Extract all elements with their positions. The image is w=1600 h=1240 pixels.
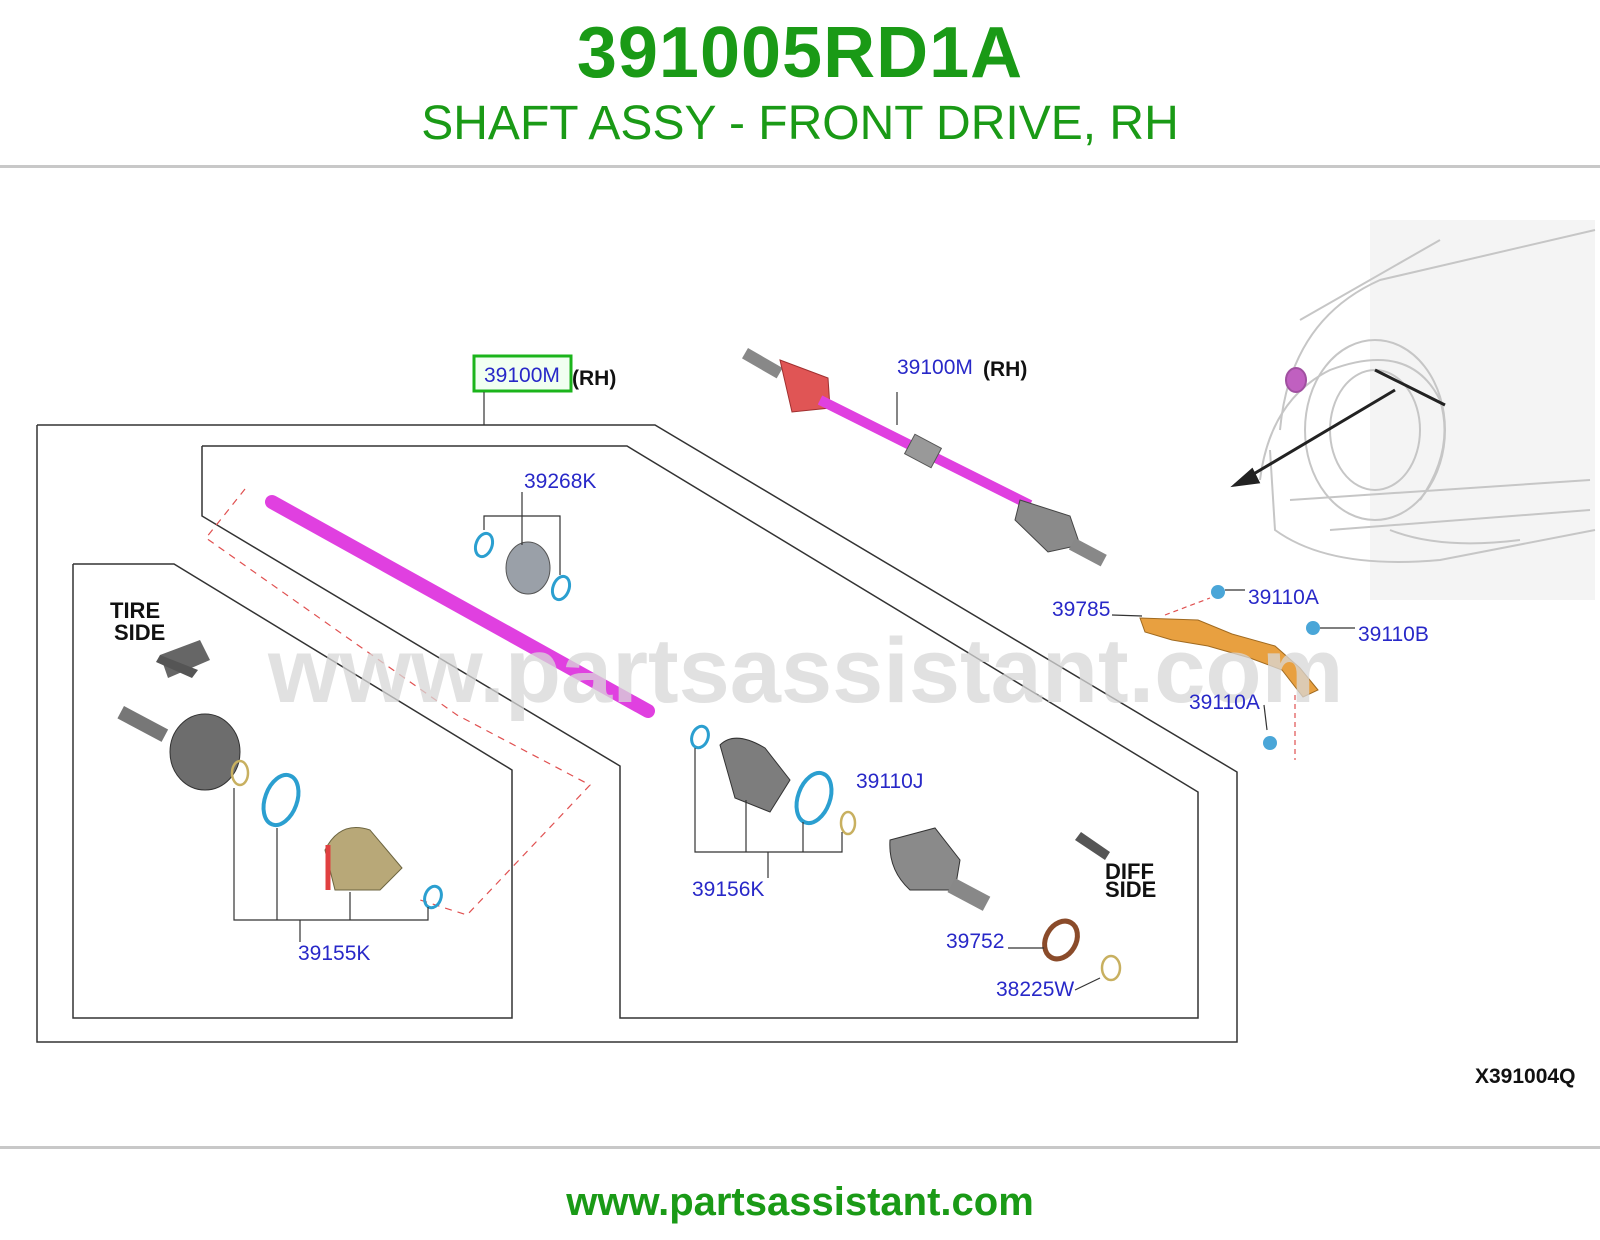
callout-39110j[interactable]: 39110J	[856, 770, 923, 793]
header-divider	[0, 165, 1600, 168]
footer-url[interactable]: www.partsassistant.com	[566, 1180, 1034, 1224]
callout-39752[interactable]: 39752	[946, 930, 1004, 953]
inner-damper-kit-image	[473, 492, 572, 602]
callout-39110a-top[interactable]: 39110A	[1248, 586, 1319, 609]
callout-39110a-bottom[interactable]: 39110A	[1189, 691, 1260, 714]
ring-image	[1100, 954, 1122, 982]
parts-diagram: www.partsassistant.com 39100M (RH) 39100…	[36, 220, 1596, 1088]
shaft-bar-image	[265, 495, 655, 718]
tire-side-arrow-icon	[156, 655, 198, 678]
diff-side-label-line2: SIDE	[1105, 877, 1156, 902]
callout-38225w[interactable]: 38225W	[996, 978, 1074, 1001]
callout-39110b[interactable]: 39110B	[1358, 623, 1429, 646]
bracket-image	[1111, 585, 1355, 760]
callout-39785[interactable]: 39785	[1052, 598, 1110, 621]
tire-side-label-line1: TIRE	[110, 598, 160, 623]
callout-39268k[interactable]: 39268K	[524, 470, 596, 493]
inner-boot-kit-image	[690, 724, 857, 878]
vehicle-shaft-location-icon	[1230, 368, 1446, 488]
callout-39155k[interactable]: 39155K	[298, 942, 370, 965]
outer-joint-kit-image	[117, 640, 443, 942]
tire-side-label-line2: SIDE	[114, 620, 165, 645]
group-outline-frames	[36, 424, 1238, 1043]
drive-shaft-assembly-image	[742, 348, 1107, 567]
part-number: 391005RD1A	[576, 13, 1024, 93]
callout-39100m-top[interactable]: 39100M	[897, 356, 973, 379]
highlight-box	[472, 354, 573, 393]
rh-label-main: (RH)	[572, 367, 616, 390]
watermark-text: www.partsassistant.com	[267, 620, 1343, 722]
inner-joint-image	[889, 827, 991, 911]
header: 391005RD1A SHAFT ASSY - FRONT DRIVE, RH	[0, 0, 1600, 170]
diff-side-label-line1: DIFF	[1105, 859, 1154, 884]
callout-39156k[interactable]: 39156K	[692, 878, 764, 901]
part-description: SHAFT ASSY - FRONT DRIVE, RH	[421, 97, 1179, 150]
diagram-code: X391004Q	[1475, 1065, 1575, 1088]
rh-label-top: (RH)	[983, 358, 1027, 381]
callout-39100m-main[interactable]: 39100M	[484, 364, 560, 387]
vehicle-outline-image	[1259, 220, 1596, 600]
seal-image	[1042, 918, 1080, 962]
diff-side-arrow-icon	[1075, 832, 1110, 860]
footer-divider	[0, 1146, 1600, 1149]
dashed-group-outline	[205, 488, 591, 916]
